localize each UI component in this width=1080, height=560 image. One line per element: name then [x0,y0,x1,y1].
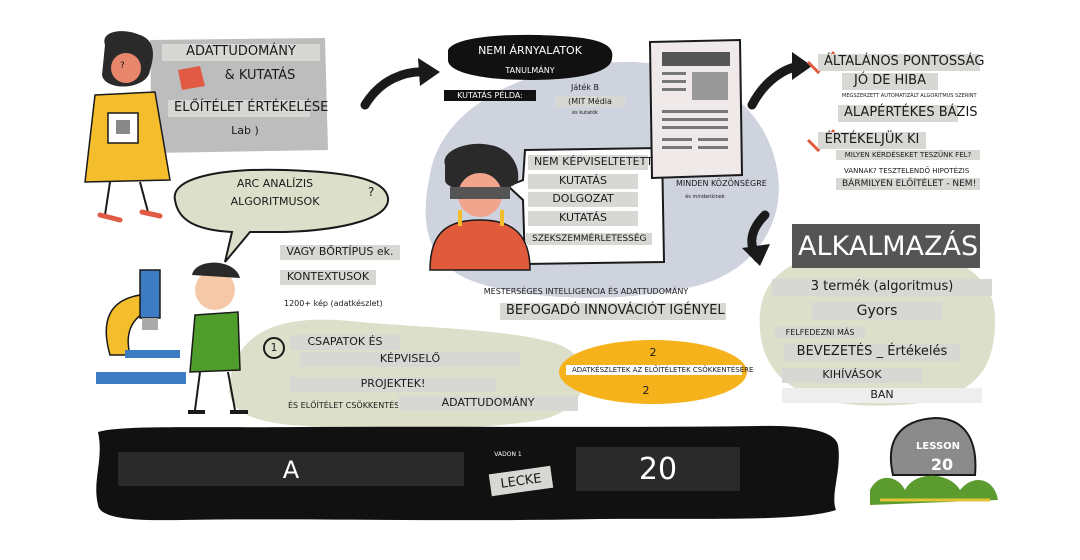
skin-line1: VAGY BŐRTÍPUS ek. [280,245,400,260]
research-line4: Lab ) [231,124,259,137]
stone-number: 20 [930,455,954,474]
gender-mit: (MIT Média [555,96,625,108]
teams-line4: ÉS ELŐÍTÉLET CSÖKKENTÉSE [288,401,405,410]
application-title: ALKALMAZÁS [792,224,980,268]
accuracy-line1: ÁLTALÁNOS PONTOSSÁG [818,54,984,71]
application-line1: 3 termék (algoritmus) [772,279,992,296]
teams-number-icon: 1 [263,337,285,359]
skin-line2: KONTEXTUSOK [280,270,376,285]
gender-game: Játék B [571,83,599,92]
datasets-num2: 2 [642,384,650,397]
accuracy-line7: VANNAK? TESZTELENDŐ HIPOTÉZIS [844,167,970,175]
stone-label: LESSON [916,441,961,452]
application-line5: KIHÍVÁSOK [782,368,922,383]
gender-tiny: és kutatók [571,110,599,116]
scientist-figure-icon [188,262,248,414]
woman-with-glasses-icon [429,143,531,271]
accuracy-line8: BÁRMILYEN ELŐÍTÉLET - NEM! [836,178,980,191]
accuracy-line4: ALAPÉRTÉKES BÁZIS [838,105,978,122]
datasets-line: ADATKÉSZLETEK AZ ELŐÍTÉLETEK CSÖKKENTÉSÉ… [566,365,753,376]
research-line3: ELŐÍTÉLET ÉRTÉKELÉSE [168,100,328,117]
researcher-figure-icon [84,31,205,223]
person-badge: ? [120,61,125,71]
application-line6: BAN [782,388,982,403]
research-box [150,38,328,153]
banner-left: A [118,452,464,486]
accuracy-line6: MILYEN KÉRDÉSEKET TESZÜNK FEL? [836,150,980,161]
newspaper-icon [648,38,744,180]
gender-cloud [448,34,613,80]
gender-example: KUTATÁS PÉLDA: [444,90,536,102]
facial-speech-bubble [173,168,390,263]
skin-line3: 1200+ kép (adatkészlet) [284,299,383,308]
application-line4: BEVEZETÉS _ Értékelés [784,344,960,361]
gender-subtitle: TANULMÁNY [505,66,555,75]
underrep-line5: SZEKSZEMMÉRLETESSÉG [526,233,652,246]
facial-line2: ALGORITMUSOK [230,195,320,208]
left-green-blob [229,319,585,429]
banner-top: VADON 1 [494,451,522,458]
application-line2: Gyors [812,302,942,321]
underrep-line2: KUTATÁS [528,174,638,189]
datasets-num1: 2 [649,346,657,359]
ai-line2: BEFOGADÓ INNOVÁCIÓT IGÉNYEL [500,303,726,320]
gender-everyone: MINDEN KÖZÖNSÉGRE [676,179,767,188]
research-line2: & KUTATÁS [224,68,296,83]
arrow-1-icon [360,67,433,110]
teams-line2: KÉPVISELŐ [300,352,520,367]
teams-line1: CSAPATOK ÉS [290,335,400,350]
research-line1: ADATTUDOMÁNY [162,44,320,61]
ai-line1: MESTERSÉGES INTELLIGENCIA ÉS ADATTUDOMÁN… [483,287,689,296]
accuracy-line2: JÓ DE HIBA [842,73,938,90]
facial-mark: ? [368,185,375,199]
banner-right: 20 [576,447,740,491]
microscope-icon [96,269,186,384]
accuracy-line3: MEGSZERZETT AUTOMATIZÁLT ALGORITMUS SZER… [842,93,977,99]
lesson-gravestone-icon [870,416,998,505]
teams-line5: ADATTUDOMÁNY [398,396,578,411]
teams-line3: PROJEKTEK! [290,377,496,392]
underrep-line4: KUTATÁS [528,211,638,226]
gender-everyone-small: és mindenkinek [685,194,725,200]
gender-title: NEMI ÁRNYALATOK [478,44,582,57]
facial-line1: ARC ANALÍZIS [236,177,314,190]
accuracy-line5: ÉRTÉKELJÜK KI [818,132,926,149]
underrep-line3: DOLGOZAT [528,192,638,207]
application-line3: FELFEDEZNI MÁS [775,327,865,339]
underrep-line1: NEM KÉPVISELTETETT [528,155,653,170]
